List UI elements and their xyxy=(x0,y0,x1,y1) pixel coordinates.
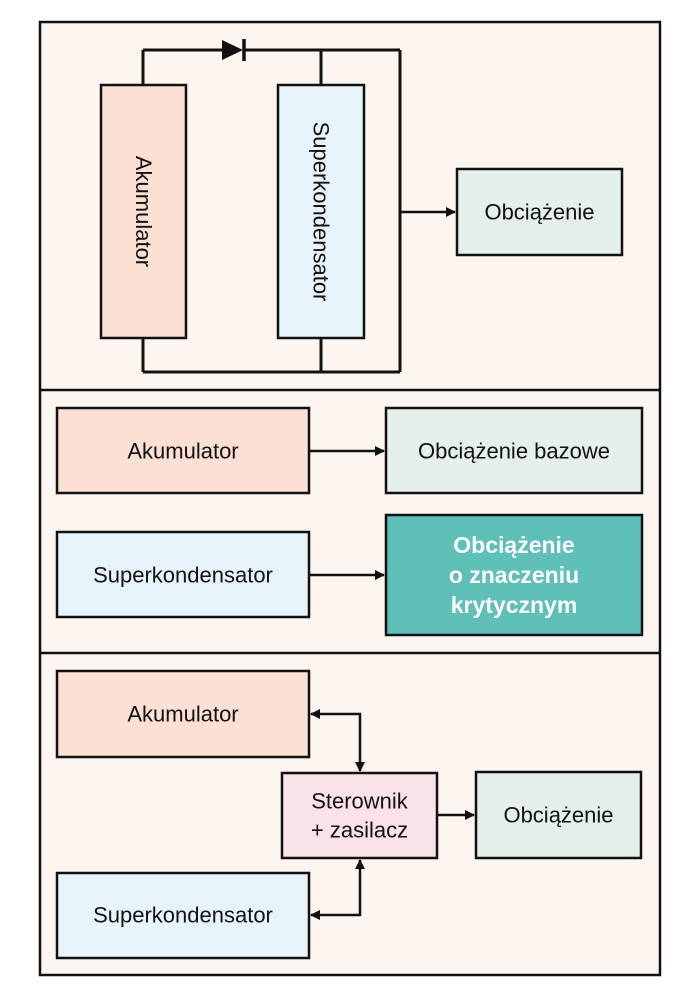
supercapacitor-box xyxy=(55,530,311,619)
link-accumulator-controller xyxy=(310,709,365,772)
controller-box xyxy=(280,771,439,860)
accumulator-label: Akumulator xyxy=(127,439,238,464)
critical-load-box xyxy=(384,513,644,637)
supercapacitor-box xyxy=(55,871,311,960)
diode-icon xyxy=(222,39,246,61)
accumulator-label: Akumulator xyxy=(127,702,238,727)
supercapacitor-label: Superkondensator xyxy=(309,122,334,302)
accumulator-box xyxy=(99,83,188,340)
load-box xyxy=(474,770,643,860)
accumulator-box xyxy=(55,669,311,759)
load-label: Obciążenie xyxy=(503,803,613,828)
base-load-label: Obciążenie bazowe xyxy=(418,439,610,464)
controller-label-line-2: + zasilacz xyxy=(311,818,408,843)
base-load-box xyxy=(384,406,644,495)
load-box xyxy=(455,167,624,257)
critical-load-label-line-1: Obciążenie xyxy=(453,532,574,558)
link-supercapacitor-controller xyxy=(310,859,365,920)
panel-2: Akumulator Obciążenie bazowe Superkonden… xyxy=(55,406,644,637)
load-label: Obciążenie xyxy=(484,200,594,225)
panel-1: Akumulator Superkondensator Obciążenie xyxy=(99,39,624,374)
panel-3: Akumulator Superkondensator Sterownik + … xyxy=(55,669,643,960)
critical-load-label-line-2: o znaczeniu xyxy=(449,562,579,588)
accumulator-box xyxy=(55,406,311,495)
supercapacitor-label: Superkondensator xyxy=(93,563,273,588)
controller-label-line-1: Sterownik xyxy=(311,789,409,814)
supercapacitor-box xyxy=(276,83,366,340)
supercapacitor-label: Superkondensator xyxy=(93,903,273,928)
critical-load-label-line-3: krytycznym xyxy=(451,592,578,618)
accumulator-label: Akumulator xyxy=(131,156,156,267)
